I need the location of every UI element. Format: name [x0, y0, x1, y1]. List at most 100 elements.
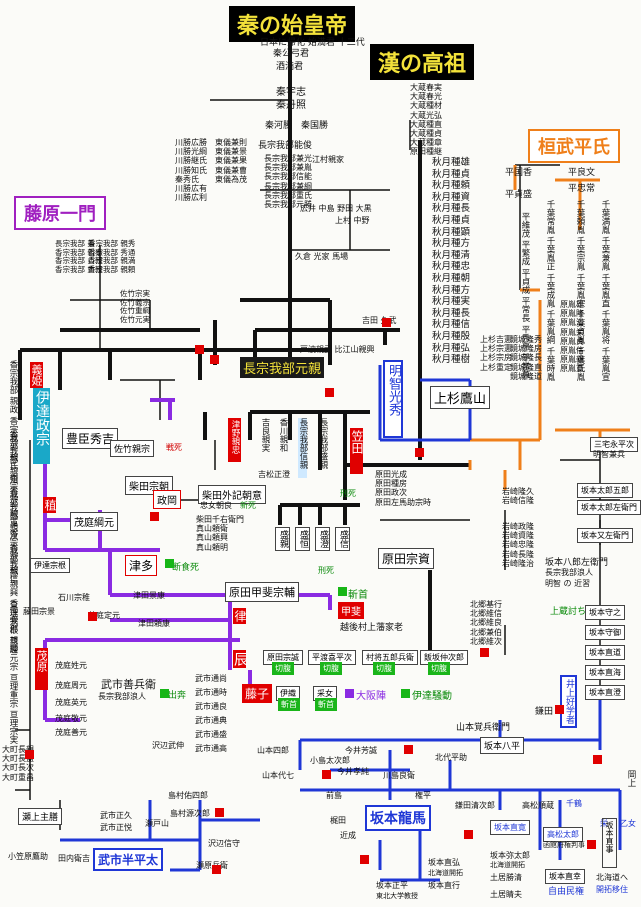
date-kai-label: 伊達騒動: [412, 691, 452, 702]
sakamoto-naohiro-sub: 北海道開拓: [428, 869, 463, 877]
iwasaki2-item: 岩崎資隆: [502, 531, 534, 541]
kcol2-item: 千葉時胤: [545, 346, 555, 381]
sengoku-label: 前島: [326, 791, 342, 800]
box-mobara: 茂原: [35, 648, 48, 690]
kcol2-item: 千葉胤綱: [545, 310, 555, 345]
red-marker-16: [25, 750, 34, 759]
node-t4: 秦宇志: [276, 87, 306, 98]
kanmu-col1: 平維茂 平繁成 平貞成 平常長 平秀平 平常兼: [520, 212, 530, 379]
sawabe-label: 沢辺武伸: [152, 741, 184, 750]
box-sakamoto-naoyuki2: 坂本直幸: [545, 869, 585, 884]
lbl-item: 大町長次: [2, 763, 34, 773]
box-sakamoto-taro: 坂本太郎五郎: [577, 483, 633, 498]
kvert-item: 鏡城隆直: [510, 362, 542, 372]
red-marker-3: [325, 388, 334, 397]
shimamura2-label: 島村源次郎: [170, 809, 210, 818]
kaemichi: 高松順蔵: [522, 801, 554, 810]
jiyuu-label: 自由民権: [548, 887, 585, 897]
box-sakamoto-nao: 坂本直事: [602, 818, 617, 868]
sakamoto-sub2: 明智 の 近習: [545, 579, 591, 588]
mobara-eimoto: 茂庭姓元: [55, 661, 87, 670]
mobara-hide: 茂庭周元: [55, 681, 87, 690]
box-yoshihime: 義姫: [30, 362, 43, 388]
title-han-gaozu: 漢の高祖: [370, 44, 475, 80]
kcol3-item: 千葉宗胤: [575, 236, 585, 271]
hokulist-item: 北郷維次: [470, 636, 502, 646]
akizuki-item: 秋月種資: [432, 191, 471, 203]
chosokabechain-item: 長宗我部元勝: [264, 200, 312, 210]
left-v-col-2: 香宗我部 親知 香宗我部 親次 香宗我部 親興 香宗我部 親勝: [8, 430, 18, 653]
hanchain-item: 大蔵種材: [410, 101, 442, 111]
fujiwara-col-b: 香宗我部 親秀 香宗我部 秀通 香宗我部 親満 香宗我部 親頼: [88, 239, 136, 274]
akizuki-item: 秋月種樹: [432, 354, 471, 366]
chosokabechain-item: 長宗我部兼綱: [264, 181, 312, 191]
box-moriharu: 盛親: [275, 527, 290, 551]
akizuki-item: 秋月種朝: [432, 272, 471, 284]
node-kagawa: 香川親和: [278, 418, 288, 452]
node-kirachikazane: 吉良親実: [260, 418, 270, 452]
badge-iin: 切腹: [428, 662, 450, 675]
title-fujiwara-ichimon: 藤原一門: [14, 196, 106, 230]
kvert-item: 鏡城隆長: [510, 353, 542, 363]
kawakatsu-item: 川勝継氏: [175, 156, 207, 166]
fcolc-item: 佐竹重綱: [120, 306, 150, 315]
red-marker-8: [215, 808, 224, 817]
title-qin-shihuangdi: 秦の始皇帝: [229, 6, 356, 42]
kajita-label: 梶田: [330, 816, 346, 825]
box-chiku: 稙: [43, 497, 57, 513]
akizuki-item: 秋月種殷: [432, 330, 471, 342]
kchain-item: 原胤親: [560, 355, 584, 365]
box-sasaki-chikamune: 佐竹親宗: [110, 440, 155, 457]
node-hiroi: 広井 中島 野田 大黒: [300, 204, 372, 213]
hanchain-item: 原田種継: [410, 147, 442, 157]
lbl-item: 大町重昌: [2, 772, 34, 782]
kawakatsu-item: 秦秀氏: [175, 174, 199, 184]
akizuki-item: 秋月種長: [432, 307, 471, 319]
sakamoto-naohiro: 坂本直弘: [428, 858, 460, 867]
kcol4-item: 千葉胤将: [600, 310, 610, 345]
sakamoto-yotaro-sub: 北海道開拓: [490, 861, 525, 869]
lv2-item: 香宗我部 親興: [8, 542, 18, 597]
box-sakamoto-taro3: 坂本又左衛門: [577, 528, 633, 543]
lv3-item: 亘理宗根: [8, 600, 18, 634]
shibatalist-item: 真山頼明: [196, 542, 228, 552]
kotaro-label: 小島太次郎: [310, 756, 350, 765]
kanmu-col4: 千葉満胤 千葉兼胤 千葉胤直 千葉胤将 千葉胤宣: [600, 200, 610, 381]
kaikan-label: 近成: [340, 831, 356, 840]
box-toyotomi-hideyoshi: 豊臣秀吉: [62, 428, 119, 449]
meichi-kanbei: 明智兼兵: [593, 450, 625, 459]
kawakatsu-item: 川勝広有: [175, 184, 207, 194]
box-morinobu: 盛信: [335, 527, 350, 551]
box-sakamoto-ryoma: 坂本龍馬: [365, 805, 431, 831]
red-marker-6: [555, 705, 564, 714]
hanchain-item: 大蔵春光: [410, 92, 442, 102]
fcolb-item: 香宗我部 親秀: [88, 239, 136, 248]
box-tsuda: 津多: [125, 555, 158, 576]
sasaki-badge: 戦死: [166, 443, 182, 452]
kcol4-item: 千葉胤直: [600, 273, 610, 308]
box-sakamoto-naomichi: 坂本直道: [585, 645, 625, 660]
node-nobuchika: 長宗我部信親: [298, 418, 308, 478]
red-marker-15: [150, 512, 159, 521]
higashi-item: 東儀為茂: [215, 174, 247, 184]
akizuki-item: 秋月種方: [432, 284, 471, 296]
ishikawa-label: 石川宗稚: [58, 593, 90, 602]
box-inoue: 井上好学者: [560, 675, 577, 728]
iwasaki2-item: 岩崎長隆: [502, 549, 534, 559]
takechichain-item: 武市通典: [195, 716, 227, 725]
box-sakamoto-shu: 坂本守之: [585, 605, 625, 620]
ten-label: 千鶴: [566, 799, 582, 808]
box-date-masamune: 伊達政宗: [33, 388, 50, 464]
osaka-label: 大阪陣: [356, 691, 386, 702]
box-kasuga: 笠田: [350, 428, 364, 474]
ueki-label: 上蔵討ち: [550, 607, 587, 617]
kawakatsu-item: 川勝広利: [175, 193, 207, 203]
box-ritsu: 律: [233, 608, 247, 624]
kawakatsu-list: 川勝広勝 川勝光綱 川勝継氏 川勝知氏 秦秀氏 川勝広有 川勝広利: [175, 138, 207, 202]
fcola-item: 香宗我部 親泰: [55, 247, 103, 257]
box-takechi-hanpeita: 武市半平太: [93, 848, 164, 871]
shibata-list: 柴田千右衛門 真山頼衛 真山頼興 真山頼明: [196, 515, 244, 552]
fcolc-item: 佐竹元実: [120, 314, 150, 324]
takechi-badge: 出奔: [168, 691, 187, 701]
chosokabe-chain: 長宗我部兼光 長宗我部兼胤 長宗我部信能 長宗我部兼綱 長宗我部重氏 長宗我部元…: [264, 154, 312, 209]
